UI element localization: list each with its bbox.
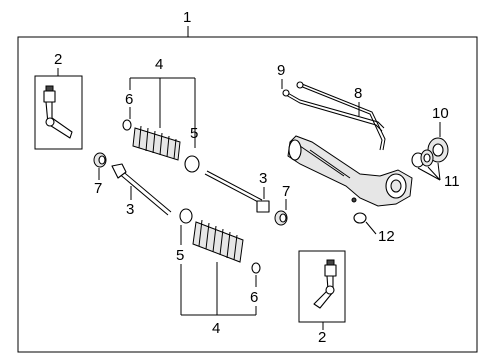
callout-6-bottom: 6 — [250, 289, 258, 306]
callout-4-top: 4 — [155, 56, 163, 73]
callout-5-bottom: 5 — [176, 247, 184, 264]
inner-tie-rod-left — [111, 163, 172, 216]
boot-clamp-top-small — [122, 119, 132, 131]
tie-rod-end-top — [43, 85, 73, 139]
callout-10: 10 — [432, 105, 449, 122]
callout-7-right: 7 — [282, 183, 290, 200]
callout-4-bottom: 4 — [212, 320, 220, 337]
jam-nut-left — [93, 152, 107, 168]
boot-clamp-top-large — [184, 155, 200, 173]
leader-12 — [365, 221, 377, 235]
callout-3-left: 3 — [126, 201, 134, 218]
callout-7-left: 7 — [94, 180, 102, 197]
boot-clamp-bottom-small — [251, 262, 261, 274]
callout-1: 1 — [183, 9, 191, 26]
rack-boot-bottom — [192, 219, 244, 263]
callout-2-bottom: 2 — [318, 329, 326, 346]
rack-boot-top — [132, 125, 181, 161]
leader-11-c — [437, 162, 441, 181]
tie-rod-end-box-top — [34, 75, 83, 150]
tie-rod-end-box-bottom — [298, 250, 346, 323]
jam-nut-right — [274, 210, 288, 226]
callout-12: 12 — [378, 228, 395, 245]
callout-11: 11 — [444, 173, 460, 190]
callout-8: 8 — [354, 85, 362, 102]
steering-gear-housing — [287, 135, 413, 207]
leader-11-b — [427, 166, 441, 181]
callout-3-right: 3 — [259, 170, 267, 187]
callout-9: 9 — [277, 62, 285, 79]
transfer-lines — [282, 81, 386, 151]
assembly-frame — [17, 36, 478, 353]
inner-tie-rod-right — [204, 170, 270, 213]
boot-clamp-bottom-large — [179, 208, 193, 224]
leader-11-a — [417, 167, 441, 181]
callout-5-top: 5 — [190, 125, 198, 142]
callout-2-top: 2 — [54, 51, 62, 68]
tie-rod-end-bottom — [313, 259, 337, 309]
seal-washers — [411, 149, 434, 168]
callout-6-top: 6 — [125, 91, 133, 108]
o-ring — [353, 212, 367, 224]
